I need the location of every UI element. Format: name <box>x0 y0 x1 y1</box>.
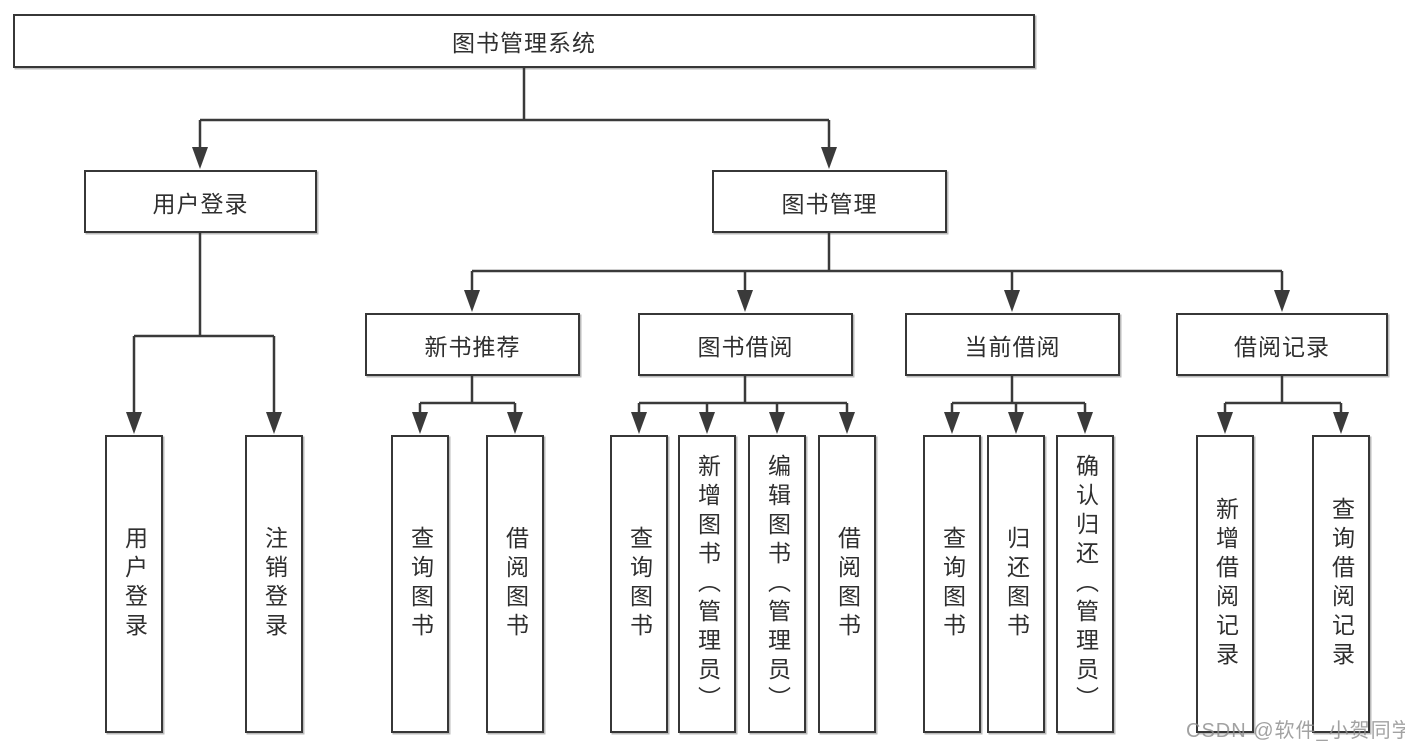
leaf-add-books-admin-label: 新增图书（管理员） <box>694 453 721 715</box>
node-current-borrowing: 当前借阅 <box>905 313 1120 376</box>
node-current-borrowing-label: 当前借阅 <box>964 333 1061 360</box>
leaf-query-borrow-record: 查询借阅记录 <box>1312 435 1370 733</box>
leaf-edit-books-admin-label: 编辑图书（管理员） <box>764 453 791 715</box>
node-borrowing-records-label: 借阅记录 <box>1234 333 1330 360</box>
node-book-management: 图书管理 <box>712 170 947 233</box>
node-root: 图书管理系统 <box>13 14 1035 68</box>
node-user-login: 用户登录 <box>84 170 317 233</box>
leaf-query-books-recommend-label: 查询图书 <box>407 526 434 642</box>
leaf-logout-login: 注销登录 <box>245 435 303 733</box>
leaf-edit-books-admin: 编辑图书（管理员） <box>748 435 806 733</box>
leaf-return-books-label: 归还图书 <box>1003 526 1030 642</box>
leaf-borrow-books-recommend: 借阅图书 <box>486 435 544 733</box>
leaf-borrow-books-borrowing: 借阅图书 <box>818 435 876 733</box>
leaf-query-borrow-record-label: 查询借阅记录 <box>1328 497 1355 671</box>
watermark: CSDN @软件_小贺同学 <box>1186 720 1405 742</box>
arrowhead-icons <box>126 147 1349 434</box>
leaf-user-login-label: 用户登录 <box>121 526 148 642</box>
node-borrowing-records: 借阅记录 <box>1176 313 1388 376</box>
leaf-confirm-return-admin-label: 确认归还（管理员） <box>1072 453 1099 715</box>
leaf-query-books-recommend: 查询图书 <box>391 435 449 733</box>
leaf-confirm-return-admin: 确认归还（管理员） <box>1056 435 1114 733</box>
leaf-return-books: 归还图书 <box>987 435 1045 733</box>
node-book-borrowing: 图书借阅 <box>638 313 853 376</box>
leaf-user-login: 用户登录 <box>105 435 163 733</box>
leaf-add-borrow-record: 新增借阅记录 <box>1196 435 1254 733</box>
leaf-borrow-books-borrowing-label: 借阅图书 <box>834 526 861 642</box>
node-user-login-label: 用户登录 <box>152 190 249 217</box>
leaf-query-books-current: 查询图书 <box>923 435 981 733</box>
leaf-borrow-books-recommend-label: 借阅图书 <box>502 526 529 642</box>
node-new-book-recommendation: 新书推荐 <box>365 313 580 376</box>
leaf-query-books-borrowing-label: 查询图书 <box>626 526 653 642</box>
node-new-book-recommendation-label: 新书推荐 <box>424 333 521 360</box>
leaf-query-books-current-label: 查询图书 <box>939 526 966 642</box>
leaf-add-borrow-record-label: 新增借阅记录 <box>1212 497 1239 671</box>
leaf-add-books-admin: 新增图书（管理员） <box>678 435 736 733</box>
leaf-query-books-borrowing: 查询图书 <box>610 435 668 733</box>
node-root-label: 图书管理系统 <box>452 30 596 56</box>
leaf-logout-login-label: 注销登录 <box>261 526 288 642</box>
node-book-management-label: 图书管理 <box>781 190 878 217</box>
node-book-borrowing-label: 图书借阅 <box>697 333 794 360</box>
